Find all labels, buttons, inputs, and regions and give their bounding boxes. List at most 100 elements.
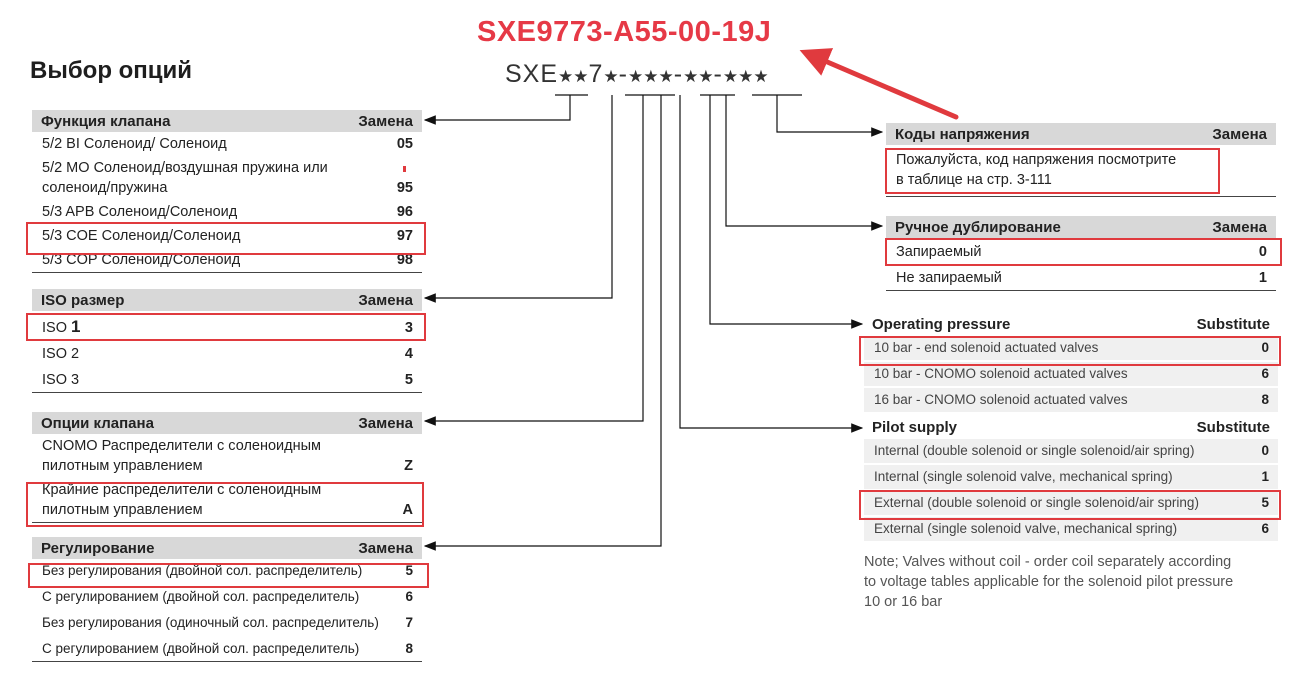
highlight-box <box>28 563 429 588</box>
table-row: Без регулирования (двойной сол. распреде… <box>32 559 422 583</box>
table-row: С регулированием (двойной сол. распредел… <box>32 583 422 609</box>
row-value: 0 <box>1258 244 1267 260</box>
header-col: Замена <box>358 414 413 432</box>
table-row: 5/3 COP Соленоид/Соленоид 98 <box>32 248 422 272</box>
table-row: 5/3 COE Соленоид/Соленоид 97 <box>32 224 422 248</box>
row-value: Z <box>404 458 413 474</box>
pattern-dash: - <box>618 60 628 88</box>
table-row: Крайние распределители с соленоидным пил… <box>32 478 422 522</box>
iso-size-table: ISO размер Замена ISO 1 3 ISO 2 4 ISO 3 … <box>32 289 422 393</box>
row-label: 16 bar - CNOMO solenoid actuated valves <box>874 392 1128 407</box>
star-icon: ★★ <box>683 67 714 86</box>
row-label: Internal (single solenoid valve, mechani… <box>874 469 1173 484</box>
table-row: 5/2 BI Соленоид/ Соленоид 05 <box>32 132 422 156</box>
row-value: 0 <box>1261 340 1269 355</box>
table-header: Operating pressure Substitute <box>864 312 1278 336</box>
row-label: ISO 2 <box>42 346 80 362</box>
table-row: ISO 3 5 <box>32 366 422 392</box>
highlight-box <box>26 482 424 527</box>
divider <box>32 661 422 662</box>
table-row: External (double solenoid or single sole… <box>864 491 1278 517</box>
row-label: С регулированием (двойной сол. распредел… <box>42 589 360 604</box>
voltage-codes-table: Коды напряжения Замена Пожалуйста, код н… <box>886 123 1276 197</box>
table-row: Без регулирования (одиночный сол. распре… <box>32 609 422 635</box>
row-value: 95 <box>397 166 413 198</box>
pilot-supply-table: Pilot supply Substitute Internal (double… <box>864 415 1278 543</box>
star-icon: ★★ <box>558 67 589 86</box>
table-header: Опции клапана Замена <box>32 412 422 434</box>
table-row: С регулированием (двойной сол. распредел… <box>32 635 422 661</box>
table-header: Коды напряжения Замена <box>886 123 1276 145</box>
mark-icon <box>403 166 407 172</box>
row-label: 10 bar - end solenoid actuated valves <box>874 340 1099 355</box>
header-col: Замена <box>358 539 413 557</box>
table-row: ISO 2 4 <box>32 340 422 366</box>
table-header: ISO размер Замена <box>32 289 422 311</box>
star-icon: ★★★ <box>628 67 674 86</box>
pattern-dash: - <box>673 60 684 88</box>
red-pointer-arrow <box>799 48 959 120</box>
row-label: External (single solenoid valve, mechani… <box>874 521 1178 536</box>
row-label: ISO 3 <box>42 372 80 388</box>
row-value: 5 <box>404 372 413 388</box>
header-col: Замена <box>358 291 413 309</box>
row-label: ISO 1 <box>42 317 81 336</box>
header-col: Substitute <box>1196 418 1270 436</box>
row-label: 10 bar - CNOMO solenoid actuated valves <box>874 366 1128 381</box>
header-title: ISO размер <box>41 291 125 309</box>
header-title: Pilot supply <box>872 418 958 436</box>
row-label: Запираемый <box>896 244 982 260</box>
header-title: Operating pressure <box>872 315 1011 333</box>
pattern-dash: - <box>713 60 723 88</box>
row-value: 6 <box>1261 366 1269 381</box>
row-value: 5 <box>405 563 413 578</box>
valve-options-table: Опции клапана Замена CNOMO Распределител… <box>32 412 422 523</box>
divider <box>32 392 422 393</box>
star-icon: ★ <box>603 67 619 86</box>
pattern-digit: 7 <box>588 60 604 88</box>
highlight-box <box>26 222 426 255</box>
pattern-prefix: SXE <box>505 60 559 88</box>
model-code: SXE9773-A55-00-19J <box>477 16 772 48</box>
highlight-box <box>859 490 1281 520</box>
row-value: 96 <box>396 204 413 220</box>
row-label: С регулированием (двойной сол. распредел… <box>42 641 360 656</box>
operating-pressure-table: Operating pressure Substitute 10 bar - e… <box>864 312 1278 414</box>
row-value: 6 <box>405 589 413 604</box>
header-title: Функция клапана <box>41 112 171 130</box>
code-pattern: SXE★★7★-★★★-★★-★★★ <box>505 60 769 89</box>
header-col: Замена <box>1212 218 1267 236</box>
star-icon: ★★★ <box>722 67 769 86</box>
divider <box>886 290 1276 291</box>
row-value: 8 <box>1261 392 1269 407</box>
table-row: Internal (single solenoid valve, mechani… <box>864 465 1278 491</box>
table-row: Запираемый 0 <box>886 238 1276 264</box>
highlight-box <box>885 148 1220 194</box>
row-value: 05 <box>396 136 413 152</box>
table-header: Регулирование Замена <box>32 537 422 559</box>
row-label: Internal (double solenoid or single sole… <box>874 443 1195 458</box>
row-label: External (double solenoid or single sole… <box>874 495 1199 510</box>
header-title: Коды напряжения <box>895 125 1030 143</box>
header-title: Опции клапана <box>41 414 154 432</box>
header-title: Ручное дублирование <box>895 218 1061 236</box>
table-row: Internal (double solenoid or single sole… <box>864 439 1278 465</box>
table-row: 16 bar - CNOMO solenoid actuated valves … <box>864 388 1278 414</box>
table-row: External (single solenoid valve, mechani… <box>864 517 1278 543</box>
row-label: Не запираемый <box>896 270 1002 286</box>
row-value: 1 <box>1258 270 1267 286</box>
row-value: 1 <box>1261 469 1269 484</box>
divider <box>32 272 422 273</box>
row-label: 5/2 MO Соленоид/воздушная пружина или со… <box>42 160 328 196</box>
table-row: Не запираемый 1 <box>886 264 1276 290</box>
voltage-note: Пожалуйста, код напряжения посмотрите в … <box>896 152 1177 188</box>
row-label: Без регулирования (одиночный сол. распре… <box>42 615 379 630</box>
row-value: 8 <box>405 641 413 656</box>
row-label: Без регулирования (двойной сол. распреде… <box>42 563 363 578</box>
table-header: Pilot supply Substitute <box>864 415 1278 439</box>
header-col: Substitute <box>1196 315 1270 333</box>
table-row: 5/2 MO Соленоид/воздушная пружина или со… <box>32 156 422 200</box>
header-title: Регулирование <box>41 539 155 557</box>
table-row: 5/3 APB Соленоид/Соленоид 96 <box>32 200 422 224</box>
row-value: 4 <box>404 346 413 362</box>
